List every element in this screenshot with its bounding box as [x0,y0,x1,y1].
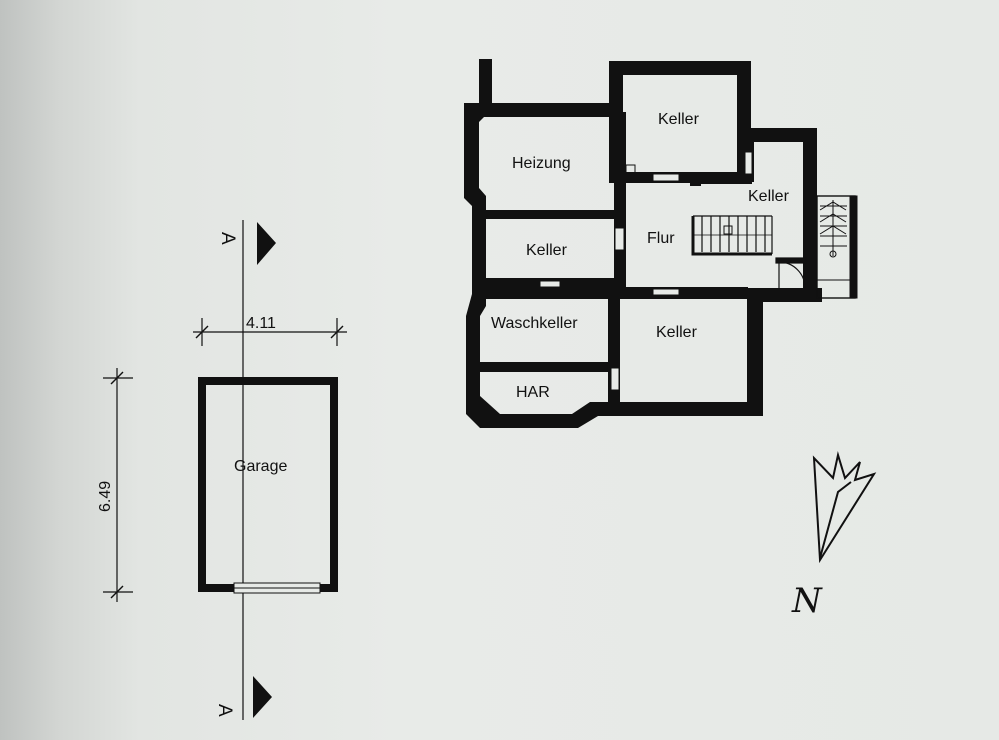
garage-length-value: 6.49 [97,481,114,512]
room-label-waschkeller: Waschkeller [491,315,578,332]
room-label-keller-mid: Keller [526,242,568,259]
garage-width-dimension: 4.11 [193,315,347,346]
garage-width-value: 4.11 [246,315,276,332]
room-label-flur: Flur [647,230,675,247]
door-swing-flur [775,257,807,289]
room-label-har: HAR [516,384,550,401]
exterior-stairs [816,195,858,299]
section-line-a: A A [214,220,276,720]
section-label-bottom: A [214,704,235,717]
interior-stairs [691,215,773,256]
section-label-top: A [217,232,238,245]
section-arrow-top-icon [257,222,276,265]
shaft-marker [625,164,636,175]
building-walls [464,59,822,428]
north-arrow-icon [812,451,877,564]
garage: Garage [198,377,338,594]
room-label-keller-right: Keller [748,188,790,205]
room-label-heizung: Heizung [512,155,571,172]
north-label: N [791,581,823,621]
garage-length-dimension: 6.49 [97,368,133,602]
room-label-keller-bottom: Keller [656,324,698,341]
garage-label: Garage [234,458,287,475]
section-arrow-bottom-icon [253,676,272,718]
room-label-keller-top: Keller [658,111,700,128]
door-openings [539,151,753,391]
